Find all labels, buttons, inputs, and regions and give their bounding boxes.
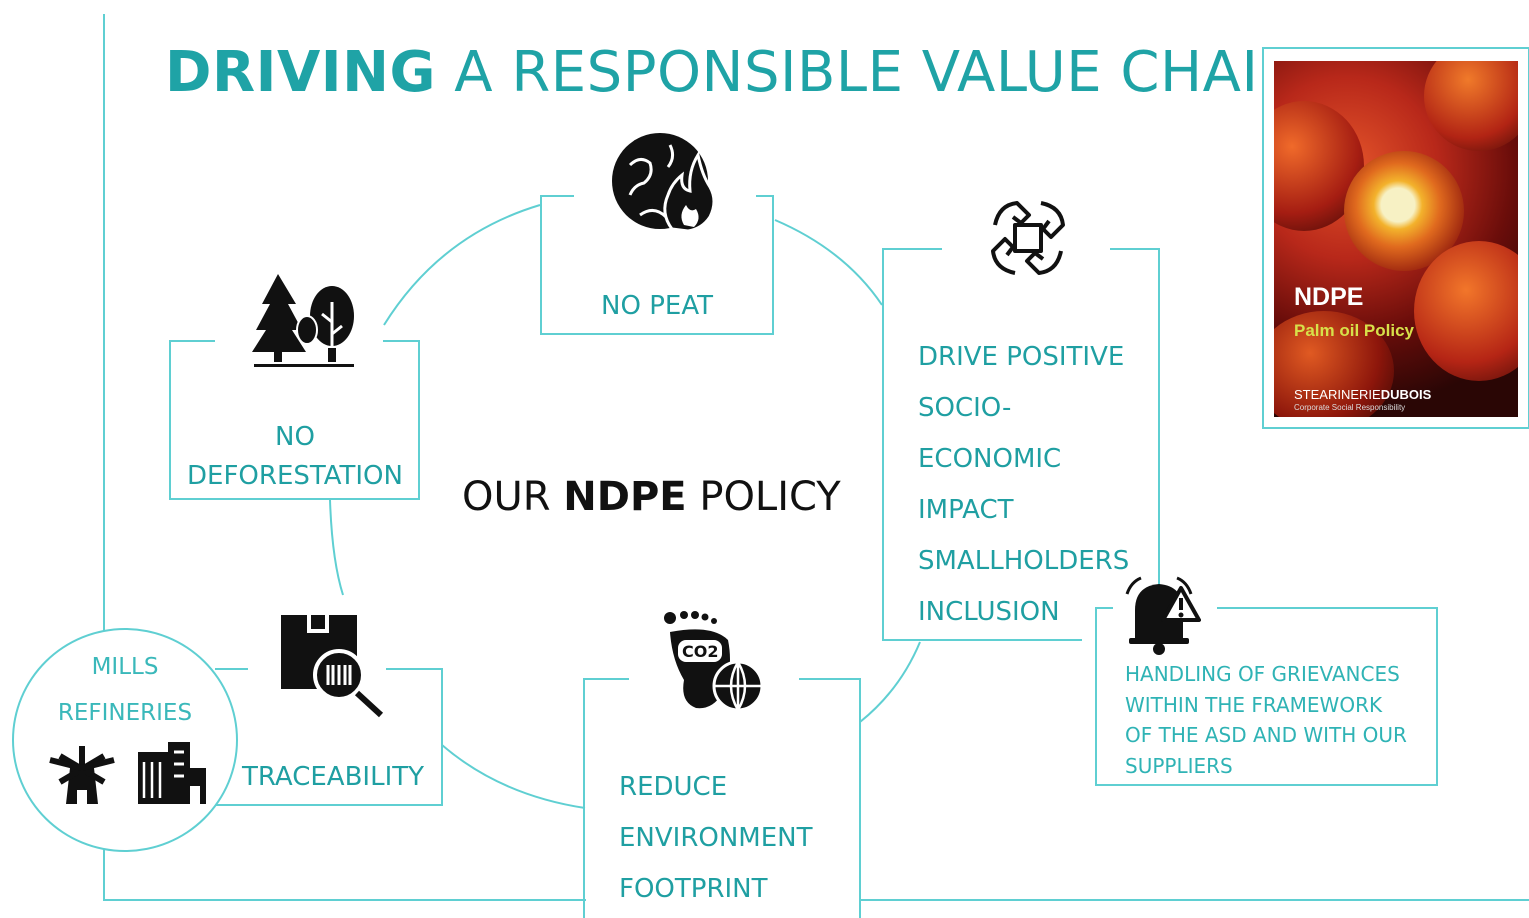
footprint-line-1: REDUCE xyxy=(619,772,728,802)
joined-hands-icon xyxy=(991,201,1065,275)
socio-economic-frame xyxy=(882,248,1160,641)
grievances-line-4: SUPPLIERS xyxy=(1125,753,1233,778)
trees-icon xyxy=(252,274,354,367)
cover-heading: NDPE xyxy=(1294,283,1364,311)
windmill-icon xyxy=(49,746,115,804)
footprint-line-2: ENVIRONMENT xyxy=(619,823,813,853)
no-peat-node: NO PEAT xyxy=(540,195,774,335)
package-barcode-search-icon xyxy=(281,615,384,718)
mills-label: MILLS xyxy=(91,654,159,680)
refineries-label: REFINERIES xyxy=(57,700,193,726)
cover-subheading: Palm oil Policy xyxy=(1294,321,1414,340)
footprint-line-3: FOOTPRINT xyxy=(619,874,768,904)
policy-cover: NDPE Palm oil Policy STEARINERIEDUBOIS C… xyxy=(1262,47,1529,429)
cover-tagline: Corporate Social Responsibility xyxy=(1294,403,1406,412)
traceability-label: TRACEABILITY xyxy=(242,762,425,792)
grievances-frame xyxy=(1095,607,1438,786)
cover-brand: STEARINERIEDUBOIS xyxy=(1294,387,1432,402)
no-deforestation-frame xyxy=(169,340,420,500)
alarm-bell-warning-icon xyxy=(1125,576,1201,655)
socio-economic-text: DRIVE POSITIVE SOCIO- ECONOMIC IMPACT SM… xyxy=(918,332,1129,638)
no-peat-label: NO PEAT xyxy=(601,291,713,321)
footprint-frame xyxy=(583,678,861,918)
factory-buildings-icon xyxy=(138,742,206,804)
co2-footprint-globe-icon: CO2 xyxy=(664,611,764,712)
traceability-node: TRACEABILITY xyxy=(214,668,443,806)
page-title: DRIVING A RESPONSIBLE VALUE CHAIN xyxy=(165,40,1301,105)
grievances-line-3: OF THE ASD AND WITH OUR xyxy=(1125,723,1407,747)
socio-line-5: SMALLHOLDERS xyxy=(918,546,1130,576)
grievances-text: HANDLING OF GRIEVANCES WITHIN THE FRAMEW… xyxy=(1125,659,1407,781)
socio-line-4: IMPACT xyxy=(918,495,1014,525)
mills-refineries-node: MILLS REFINERIES xyxy=(12,628,238,852)
socio-economic-node: DRIVE POSITIVE SOCIO- ECONOMIC IMPACT SM… xyxy=(882,248,1160,641)
no-deforestation-line2: DEFORESTATION xyxy=(187,461,403,491)
svg-text:CO2: CO2 xyxy=(682,642,718,661)
center-policy-title: OUR NDPE POLICY xyxy=(462,474,841,520)
burning-globe-icon xyxy=(612,133,716,233)
no-deforestation-node: NO DEFORESTATION xyxy=(169,340,421,500)
no-peat-frame xyxy=(540,195,774,335)
grievances-line-1: HANDLING OF GRIEVANCES xyxy=(1125,662,1400,686)
footprint-node: REDUCE ENVIRONMENT FOOTPRINT xyxy=(583,678,861,918)
socio-line-6: INCLUSION xyxy=(918,597,1060,627)
socio-line-3: ECONOMIC xyxy=(918,444,1062,474)
traceability-frame xyxy=(215,668,443,806)
no-deforestation-line1: NO xyxy=(275,422,315,452)
no-deforestation-label: NO DEFORESTATION xyxy=(169,418,421,496)
palm-fruit-image: NDPE Palm oil Policy STEARINERIEDUBOIS C… xyxy=(1274,61,1518,417)
footprint-text: REDUCE ENVIRONMENT FOOTPRINT xyxy=(619,762,813,915)
grievances-node: HANDLING OF GRIEVANCES WITHIN THE FRAMEW… xyxy=(1095,607,1439,786)
grievances-line-2: WITHIN THE FRAMEWORK xyxy=(1125,692,1383,717)
socio-line-1: DRIVE POSITIVE xyxy=(918,342,1125,372)
socio-line-2: SOCIO- xyxy=(918,393,1012,423)
